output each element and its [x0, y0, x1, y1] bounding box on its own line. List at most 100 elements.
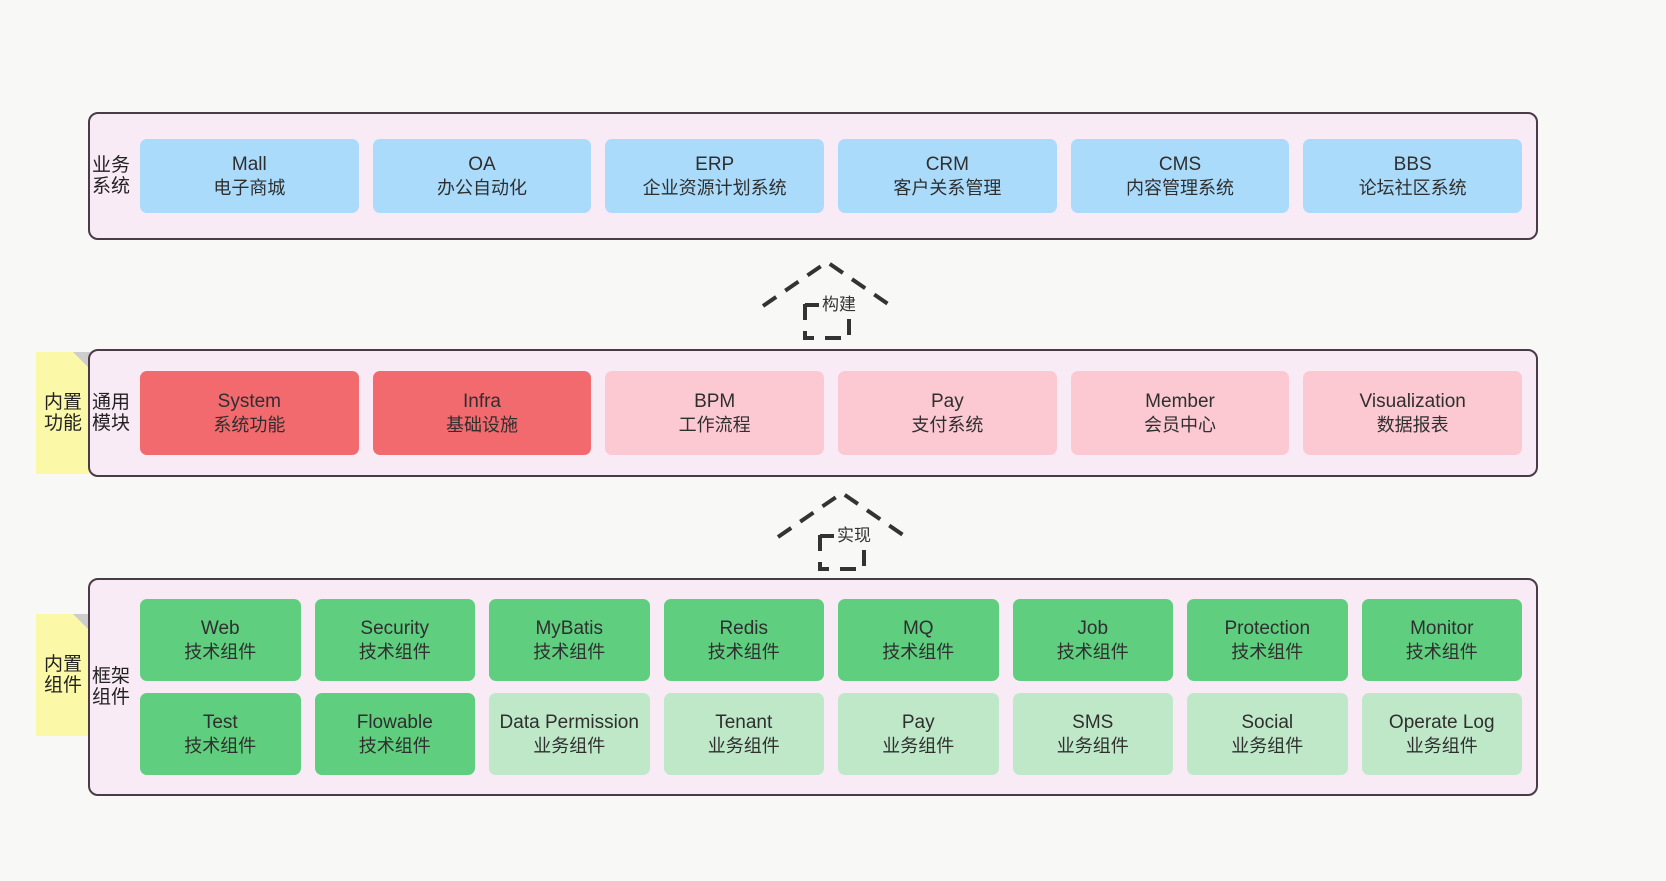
- card-title-en: Pay: [901, 711, 935, 733]
- card-bpm[interactable]: BPM 工作流程: [605, 371, 825, 455]
- page-fold-icon: [73, 352, 90, 369]
- sticky-note-builtin-components: 内置组件: [36, 614, 90, 736]
- card-title-en: CRM: [925, 153, 969, 175]
- business-systems-card-group: Mall 电子商城 OA 办公自动化 ERP 企业资源计划系统 CRM 客户关系…: [132, 114, 1536, 238]
- card-web[interactable]: Web 技术组件: [140, 599, 301, 681]
- card-pay-business[interactable]: Pay 业务组件: [838, 693, 999, 775]
- card-monitor[interactable]: Monitor 技术组件: [1361, 599, 1522, 681]
- card-title-cn: 技术组件: [184, 735, 257, 756]
- card-title-en: Job: [1077, 617, 1109, 639]
- common-modules-card-group: System 系统功能 Infra 基础设施 BPM 工作流程 Pay 支付系统…: [132, 351, 1536, 475]
- framework-tech-row: Web 技术组件 Security 技术组件 MyBatis 技术组件 Redi…: [140, 599, 1522, 681]
- sticky-note-builtin-features: 内置功能: [36, 352, 90, 474]
- card-title-en: Pay: [930, 390, 964, 412]
- card-title-cn: 技术组件: [707, 641, 780, 662]
- card-title-en: Test: [202, 711, 238, 733]
- card-erp[interactable]: ERP 企业资源计划系统: [605, 139, 825, 213]
- card-mall[interactable]: Mall 电子商城: [140, 139, 359, 213]
- card-title-en: Social: [1241, 711, 1294, 733]
- card-oa[interactable]: OA 办公自动化: [372, 139, 592, 213]
- card-title-en: Flowable: [356, 711, 433, 733]
- card-title-cn: 客户关系管理: [893, 177, 1002, 198]
- card-title-cn: 业务组件: [707, 735, 780, 756]
- card-sms[interactable]: SMS 业务组件: [1012, 693, 1173, 775]
- layer-title-framework-components: 框架组件: [92, 665, 131, 708]
- connector-build: 构建: [757, 258, 897, 340]
- card-title-cn: 支付系统: [911, 414, 984, 435]
- card-title-cn: 会员中心: [1144, 414, 1217, 435]
- card-cms[interactable]: CMS 内容管理系统: [1070, 139, 1290, 213]
- card-security[interactable]: Security 技术组件: [314, 599, 475, 681]
- card-system[interactable]: System 系统功能: [140, 371, 359, 455]
- card-title-en: Infra: [462, 390, 502, 412]
- framework-business-row: Test 技术组件 Flowable 技术组件 Data Permission …: [140, 693, 1522, 775]
- card-mybatis[interactable]: MyBatis 技术组件: [489, 599, 650, 681]
- card-title-cn: 业务组件: [1056, 735, 1129, 756]
- card-data-permission[interactable]: Data Permission 业务组件: [489, 693, 650, 775]
- card-title-cn: 技术组件: [184, 641, 257, 662]
- connector-label-implement: 实现: [834, 521, 874, 546]
- card-title-cn: 内容管理系统: [1126, 177, 1235, 198]
- card-title-en: OA: [468, 153, 496, 175]
- card-title-cn: 数据报表: [1376, 414, 1449, 435]
- connector-label-build: 构建: [819, 290, 859, 315]
- framework-components-card-group: Web 技术组件 Security 技术组件 MyBatis 技术组件 Redi…: [132, 580, 1536, 794]
- card-title-en: BPM: [694, 390, 736, 412]
- card-title-cn: 业务组件: [882, 735, 955, 756]
- card-test[interactable]: Test 技术组件: [140, 693, 301, 775]
- card-tenant[interactable]: Tenant 业务组件: [663, 693, 824, 775]
- layer-title-business-systems: 业务系统: [92, 154, 131, 197]
- page-fold-icon: [73, 614, 90, 631]
- card-title-cn: 技术组件: [1056, 641, 1129, 662]
- card-title-cn: 业务组件: [1231, 735, 1304, 756]
- card-member[interactable]: Member 会员中心: [1070, 371, 1290, 455]
- card-title-cn: 技术组件: [358, 735, 431, 756]
- connector-implement: 实现: [772, 489, 912, 571]
- card-title-cn: 技术组件: [358, 641, 431, 662]
- card-title-cn: 业务组件: [533, 735, 606, 756]
- card-job[interactable]: Job 技术组件: [1012, 599, 1173, 681]
- card-crm[interactable]: CRM 客户关系管理: [838, 139, 1057, 213]
- card-social[interactable]: Social 业务组件: [1187, 693, 1348, 775]
- card-title-cn: 技术组件: [882, 641, 955, 662]
- sticky-note-text: 内置功能: [43, 391, 82, 434]
- card-title-cn: 基础设施: [446, 414, 518, 435]
- card-title-en: Data Permission: [499, 711, 639, 733]
- card-title-en: Member: [1145, 390, 1215, 412]
- layer-framework-components: 框架组件 Web 技术组件 Security 技术组件 MyBatis 技术组件…: [88, 578, 1538, 796]
- layer-common-modules: 通用模块 System 系统功能 Infra 基础设施 BPM 工作流程 Pay…: [88, 349, 1538, 477]
- card-title-cn: 办公自动化: [437, 177, 527, 198]
- card-title-en: ERP: [695, 153, 735, 175]
- card-title-en: Monitor: [1410, 617, 1474, 639]
- card-title-en: MQ: [902, 617, 934, 639]
- layer-business-systems: 业务系统 Mall 电子商城 OA 办公自动化 ERP 企业资源计划系统 CRM…: [88, 112, 1538, 240]
- card-title-cn: 系统功能: [213, 414, 286, 435]
- card-title-cn: 业务组件: [1405, 735, 1478, 756]
- card-title-cn: 论坛社区系统: [1358, 177, 1467, 198]
- card-infra[interactable]: Infra 基础设施: [372, 371, 592, 455]
- card-title-en: Protection: [1224, 617, 1311, 639]
- card-mq[interactable]: MQ 技术组件: [838, 599, 999, 681]
- card-title-en: Security: [360, 617, 430, 639]
- card-title-cn: 电子商城: [213, 177, 286, 198]
- card-title-cn: 技术组件: [533, 641, 606, 662]
- card-bbs[interactable]: BBS 论坛社区系统: [1303, 139, 1523, 213]
- card-title-en: Visualization: [1359, 390, 1466, 412]
- card-operate-log[interactable]: Operate Log 业务组件: [1361, 693, 1522, 775]
- card-visualization[interactable]: Visualization 数据报表: [1303, 371, 1523, 455]
- card-title-en: Mall: [231, 153, 267, 175]
- card-title-cn: 工作流程: [678, 414, 751, 435]
- card-title-cn: 技术组件: [1405, 641, 1478, 662]
- card-title-en: MyBatis: [535, 617, 604, 639]
- card-title-cn: 企业资源计划系统: [642, 177, 787, 198]
- card-flowable[interactable]: Flowable 技术组件: [314, 693, 475, 775]
- card-title-en: Operate Log: [1388, 711, 1495, 733]
- card-title-en: SMS: [1072, 711, 1114, 733]
- card-redis[interactable]: Redis 技术组件: [663, 599, 824, 681]
- card-pay[interactable]: Pay 支付系统: [838, 371, 1057, 455]
- card-title-cn: 技术组件: [1231, 641, 1304, 662]
- card-title-en: Tenant: [715, 711, 773, 733]
- card-title-en: BBS: [1393, 153, 1432, 175]
- card-protection[interactable]: Protection 技术组件: [1187, 599, 1348, 681]
